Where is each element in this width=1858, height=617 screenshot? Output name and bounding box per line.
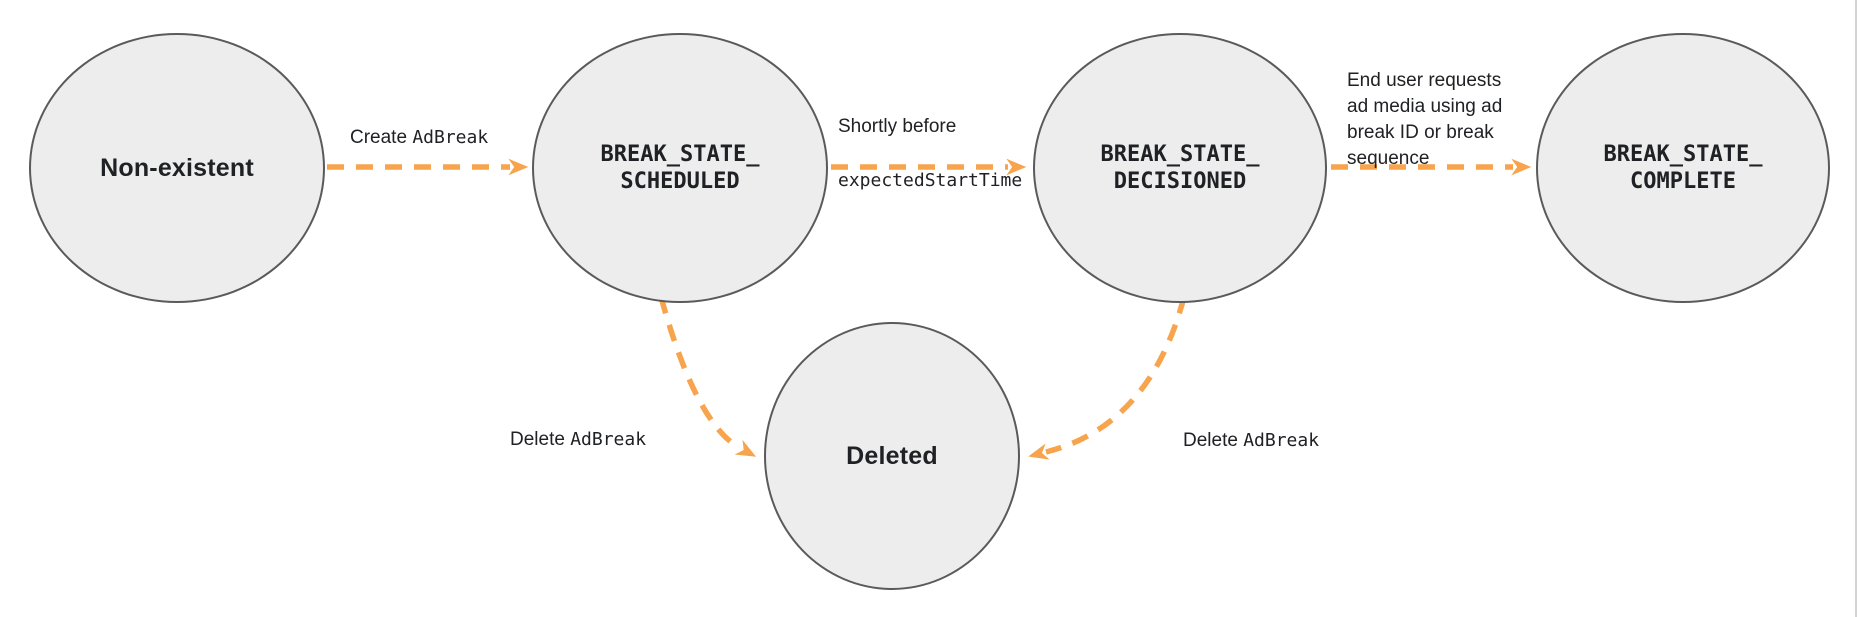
edge-label-create-adbreak: Create AdBreak [350,97,488,151]
state-node-break-state-complete: BREAK_STATE_ COMPLETE [1536,33,1830,303]
state-node-label: Deleted [846,441,938,470]
state-node-deleted: Deleted [764,322,1020,590]
state-node-break-state-decisioned: BREAK_STATE_ DECISIONED [1033,33,1327,303]
edge-label-text: Create [350,127,413,148]
edge-label-text: Shortly before [838,116,957,137]
edge-delete-adbreak-left-arrow [658,296,757,457]
edge-label-shortly-before: Shortly before expectedStartTime [838,86,1022,194]
state-node-non-existent: Non-existent [29,33,325,303]
edge-label-text: Delete [510,429,571,450]
edge-label-code-text: AdBreak [570,429,647,450]
edge-label-code-text: expectedStartTime [838,170,1023,191]
state-node-label: Non-existent [100,153,254,182]
edge-label-delete-adbreak-left: Delete AdBreak [510,399,646,453]
edge-label-code-text: AdBreak [412,127,489,148]
container-right-border [1855,0,1857,617]
edge-label-delete-adbreak-right: Delete AdBreak [1183,400,1319,454]
edge-label-text: Delete [1183,430,1244,451]
state-node-label: BREAK_STATE_ COMPLETE [1603,142,1763,194]
edge-label-code-text: AdBreak [1243,430,1320,451]
edge-delete-adbreak-right-arrow [1028,296,1187,460]
edge-label-end-user-requests: End user requests ad media using ad brea… [1347,42,1502,172]
state-node-label: BREAK_STATE_ DECISIONED [1100,142,1260,194]
state-node-break-state-scheduled: BREAK_STATE_ SCHEDULED [532,33,828,303]
state-node-label: BREAK_STATE_ SCHEDULED [600,142,760,194]
edge-label-text: End user requests ad media using ad brea… [1347,70,1503,169]
